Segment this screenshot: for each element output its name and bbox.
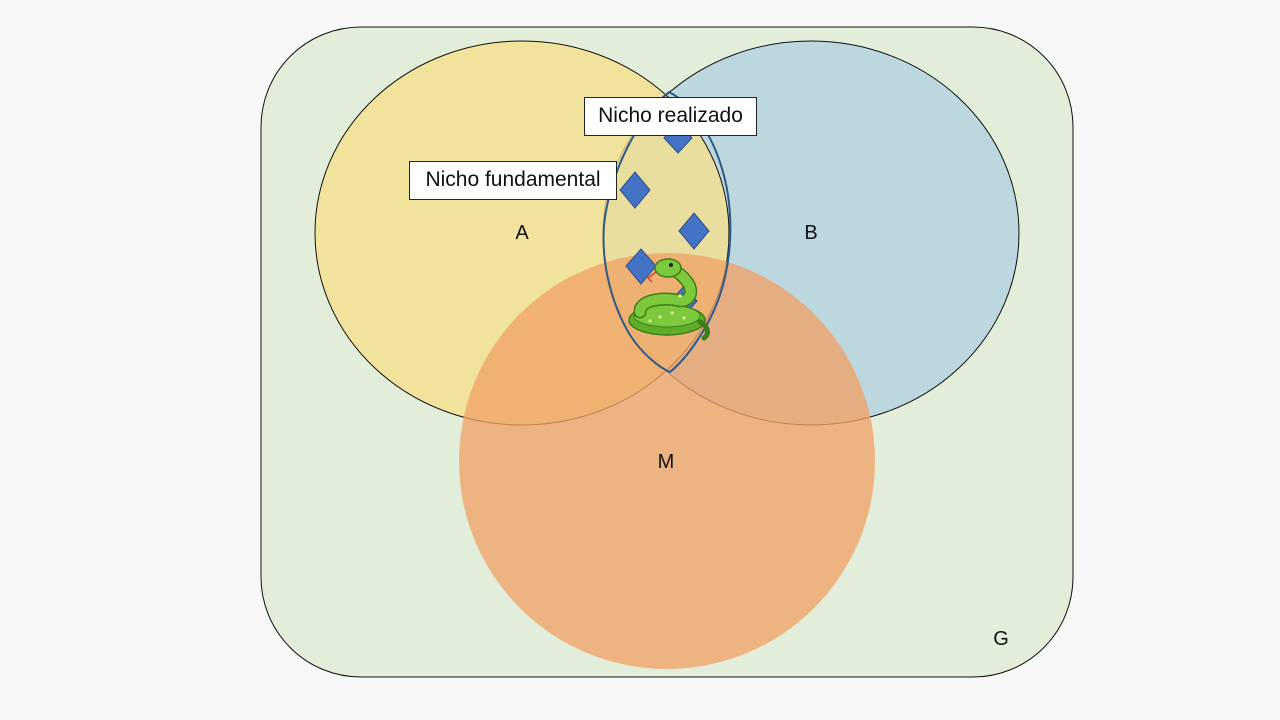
diamond-icon <box>619 171 651 209</box>
snake-icon <box>628 258 710 341</box>
diamond-icon <box>678 212 710 250</box>
set-m-circle <box>459 253 875 669</box>
set-m-label: M <box>658 451 675 473</box>
realized-niche-outline <box>602 90 732 374</box>
set-b-label: B <box>804 222 817 244</box>
set-g-label: G <box>993 628 1009 650</box>
set-a-label: A <box>515 222 529 244</box>
diamond-icon <box>625 248 657 285</box>
fundamental-niche-callout: Nicho fundamental <box>409 161 617 200</box>
realized-niche-callout: Nicho realizado <box>584 97 757 136</box>
